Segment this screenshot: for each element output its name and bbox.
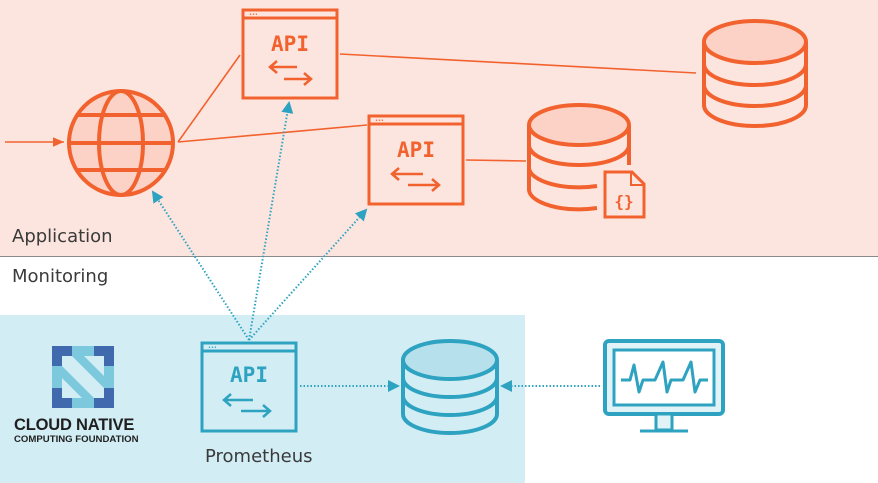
svg-text:•••: •••: [249, 12, 258, 18]
svg-text:•••: •••: [208, 345, 217, 351]
json-glyph: {}: [614, 192, 633, 211]
cncf-logo-icon: [52, 346, 114, 408]
database-icon: [702, 19, 808, 128]
scrape-api2-line: [248, 208, 368, 341]
api1-to-db1-line: [339, 53, 697, 74]
globe-to-api1-line: [177, 54, 241, 143]
app-connectors: [5, 53, 697, 162]
api-window-icon: ••• API: [367, 114, 465, 206]
monitoring-connectors: [151, 101, 600, 392]
api-window-icon: ••• API: [241, 8, 339, 100]
api-label: API: [397, 138, 435, 162]
api2-to-db2-line: [465, 159, 527, 162]
svg-text:•••: •••: [375, 118, 384, 124]
prometheus-label: Prometheus: [205, 446, 313, 467]
prometheus-api-icon: ••• API: [200, 341, 298, 433]
heartbeat-monitor-icon: [603, 339, 725, 433]
zone-divider: [0, 256, 878, 257]
database-json-icon: {}: [527, 103, 646, 219]
scrape-api1-line: [248, 101, 294, 341]
cncf-logo-line2: COMPUTING FOUNDATION: [14, 434, 139, 445]
scrape-globe-line: [151, 190, 250, 341]
prometheus-database-icon: [401, 339, 499, 435]
api-label: API: [230, 363, 268, 387]
cncf-logo-line1: CLOUD NATIVE: [14, 416, 135, 434]
api-label: API: [271, 32, 309, 56]
globe-to-api2-line: [177, 124, 368, 143]
globe-icon: [67, 89, 175, 197]
application-label: Application: [12, 226, 113, 247]
monitoring-label: Monitoring: [12, 266, 109, 287]
